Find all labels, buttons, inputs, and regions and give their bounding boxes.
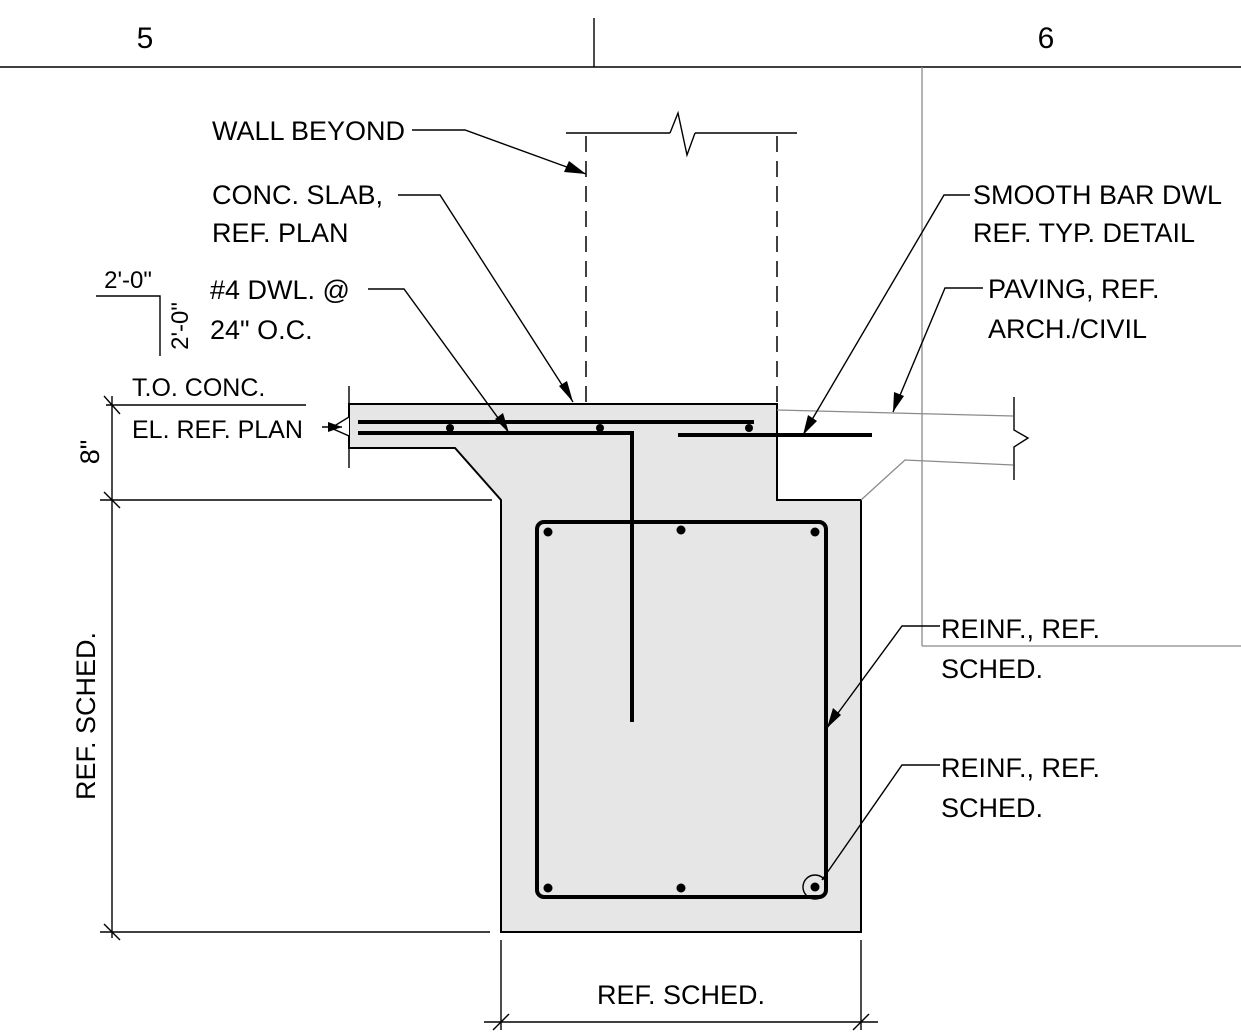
paving-break-line <box>1013 397 1030 480</box>
footing-bar-dot <box>810 882 820 892</box>
wall-break-mark <box>669 110 696 158</box>
slab-bar-dot-2 <box>596 424 604 432</box>
leader-elevation <box>322 422 342 432</box>
callout-paving-line2: ARCH./CIVIL <box>988 314 1147 344</box>
footing-bar-dot <box>676 883 686 893</box>
callout-dowel-line1: #4 DWL. @ <box>210 275 350 305</box>
dimension-tick <box>852 1013 870 1031</box>
footing-bar-dot <box>543 883 553 893</box>
callout-paving-line1: PAVING, REF. <box>988 274 1160 304</box>
grid-label-6: 6 <box>1038 22 1055 55</box>
bar-callout-circle <box>802 874 828 900</box>
callout-smooth-bar-line2: REF. TYP. DETAIL <box>973 218 1195 248</box>
footing-bar-dot <box>810 527 820 537</box>
callout-reinf-stirrup-line1: REINF., REF. <box>941 614 1100 644</box>
slab-bar-dot-3 <box>745 424 753 432</box>
footing-bar-dot <box>543 527 553 537</box>
callout-dowel-line2: 24" O.C. <box>210 315 313 345</box>
footing-depth-dimension: REF. SCHED. <box>71 632 101 800</box>
leader-paving <box>892 287 983 413</box>
slope-symbol <box>96 295 161 356</box>
callout-smooth-bar-line1: SMOOTH BAR DWL <box>973 180 1222 210</box>
leader-reinf-bar <box>821 764 940 881</box>
paving-bottom-line <box>860 459 1014 501</box>
grid-label-5: 5 <box>137 22 154 55</box>
dimension-tick <box>103 923 121 941</box>
slab-and-footing-section <box>348 403 862 933</box>
elevation-line-2: EL. REF. PLAN <box>132 416 303 444</box>
leader-wall-beyond <box>412 129 587 175</box>
leader-smooth-bar <box>802 194 970 436</box>
footing-bar-dot <box>676 525 686 535</box>
callout-conc-slab-line1: CONC. SLAB, <box>212 180 383 210</box>
leader-dowel <box>368 288 510 434</box>
callout-reinf-bar-line2: SCHED. <box>941 793 1043 823</box>
callout-wall-beyond: WALL BEYOND <box>212 116 405 146</box>
footing-width-dimension: REF. SCHED. <box>597 980 765 1010</box>
elevation-line-1: T.O. CONC. <box>132 374 265 402</box>
dimension-tick <box>103 491 121 509</box>
footing-stirrup <box>535 520 828 899</box>
slope-vertical: 2'-0" <box>167 302 194 350</box>
leader-conc-slab <box>398 194 574 403</box>
dimension-tick <box>103 395 121 415</box>
callout-reinf-bar-line1: REINF., REF. <box>941 753 1100 783</box>
slope-horizontal: 2'-0" <box>104 267 152 294</box>
slab-bar-dot-1 <box>446 424 454 432</box>
dowel-bar <box>358 431 634 722</box>
dimension-tick <box>492 1013 510 1031</box>
callout-conc-slab-line2: REF. PLAN <box>212 218 349 248</box>
leader-reinf-stirrup <box>826 625 940 729</box>
paving-top-line <box>776 409 1014 417</box>
callout-reinf-stirrup-line2: SCHED. <box>941 654 1043 684</box>
slab-depth-dimension: 8" <box>75 440 105 465</box>
